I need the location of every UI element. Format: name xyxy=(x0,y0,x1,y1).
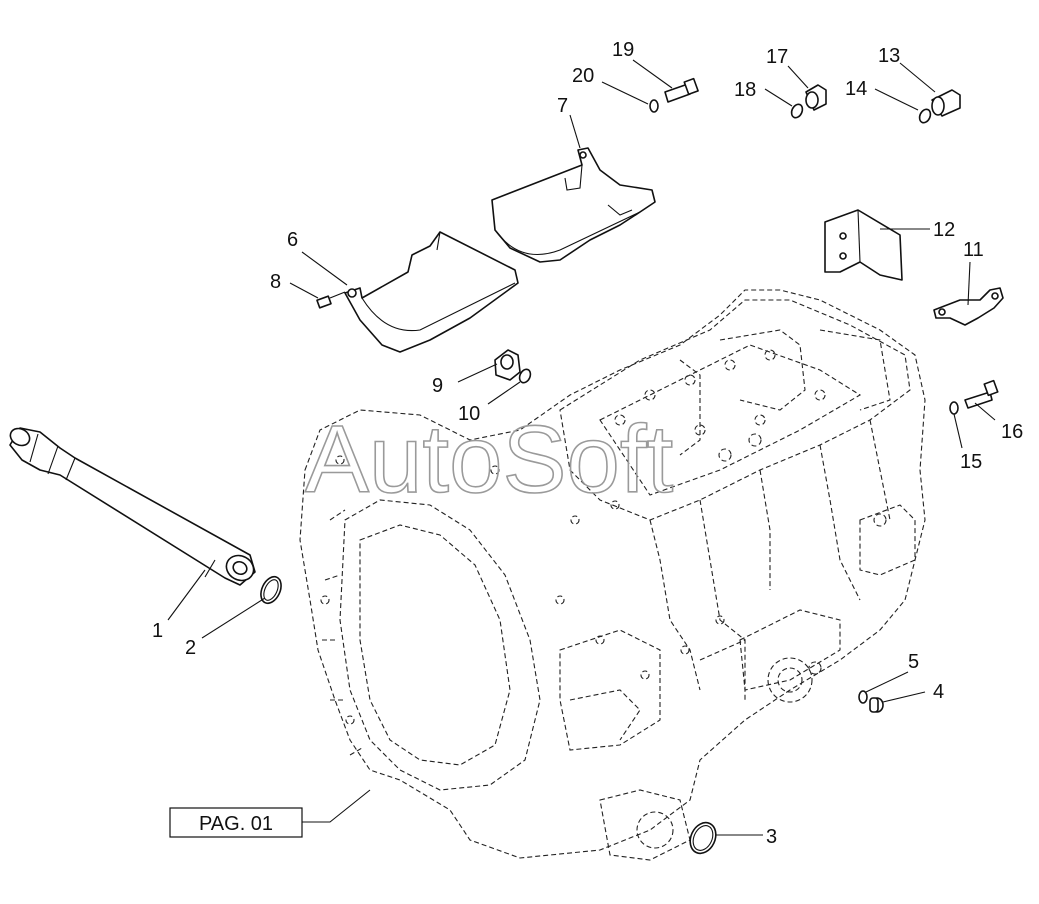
watermark-text: AutoSoft xyxy=(305,406,673,513)
part-8-screw xyxy=(316,291,346,309)
callout-9: 9 xyxy=(432,375,443,397)
callout-6: 6 xyxy=(287,229,298,251)
callout-15: 15 xyxy=(960,451,982,473)
callout-19: 19 xyxy=(612,39,634,61)
callout-16: 16 xyxy=(1001,421,1023,443)
callout-3: 3 xyxy=(766,826,777,848)
callout-11: 11 xyxy=(963,239,984,261)
part-20-washer xyxy=(649,99,659,113)
transmission-housing xyxy=(299,289,926,861)
callout-12: 12 xyxy=(933,219,955,241)
part-9-fitting xyxy=(494,349,521,381)
callout-14: 14 xyxy=(845,78,867,100)
part-17-plug xyxy=(805,84,827,111)
part-4-plug xyxy=(869,697,884,713)
callout-20: 20 xyxy=(572,65,594,87)
callout-8: 8 xyxy=(270,271,281,293)
page-reference-label: PAG. 01 xyxy=(199,813,273,835)
callout-1: 1 xyxy=(152,620,163,642)
part-11-bracket xyxy=(933,287,1004,326)
callout-10: 10 xyxy=(458,403,480,425)
part-3-o-ring xyxy=(689,821,717,855)
callout-17: 17 xyxy=(766,46,788,68)
part-7-bearing-shell xyxy=(491,147,656,263)
part-12-angle-bracket xyxy=(824,209,903,281)
part-19-bolt xyxy=(664,77,699,103)
callout-2: 2 xyxy=(185,637,196,659)
part-2-o-ring xyxy=(260,575,282,605)
part-10-seal-ring xyxy=(518,368,532,384)
part-13-cap xyxy=(931,89,961,117)
callout-labels: 1 2 3 4 5 6 7 8 9 10 11 12 13 14 15 16 1… xyxy=(152,39,1023,848)
part-5-seal-ring xyxy=(858,690,868,704)
callout-4: 4 xyxy=(933,681,944,703)
callout-7: 7 xyxy=(557,95,568,117)
page-reference-box[interactable]: PAG. 01 xyxy=(169,807,303,838)
part-15-washer xyxy=(949,401,959,415)
callout-18: 18 xyxy=(734,79,756,101)
part-1-shaft xyxy=(9,427,256,586)
leader-lines xyxy=(167,59,996,836)
part-14-seal-ring xyxy=(918,108,932,124)
callout-13: 13 xyxy=(878,45,900,67)
callout-5: 5 xyxy=(908,651,919,673)
part-18-seal-ring xyxy=(790,103,804,119)
part-16-bolt xyxy=(964,379,999,409)
part-6-bearing-shell xyxy=(344,231,519,353)
